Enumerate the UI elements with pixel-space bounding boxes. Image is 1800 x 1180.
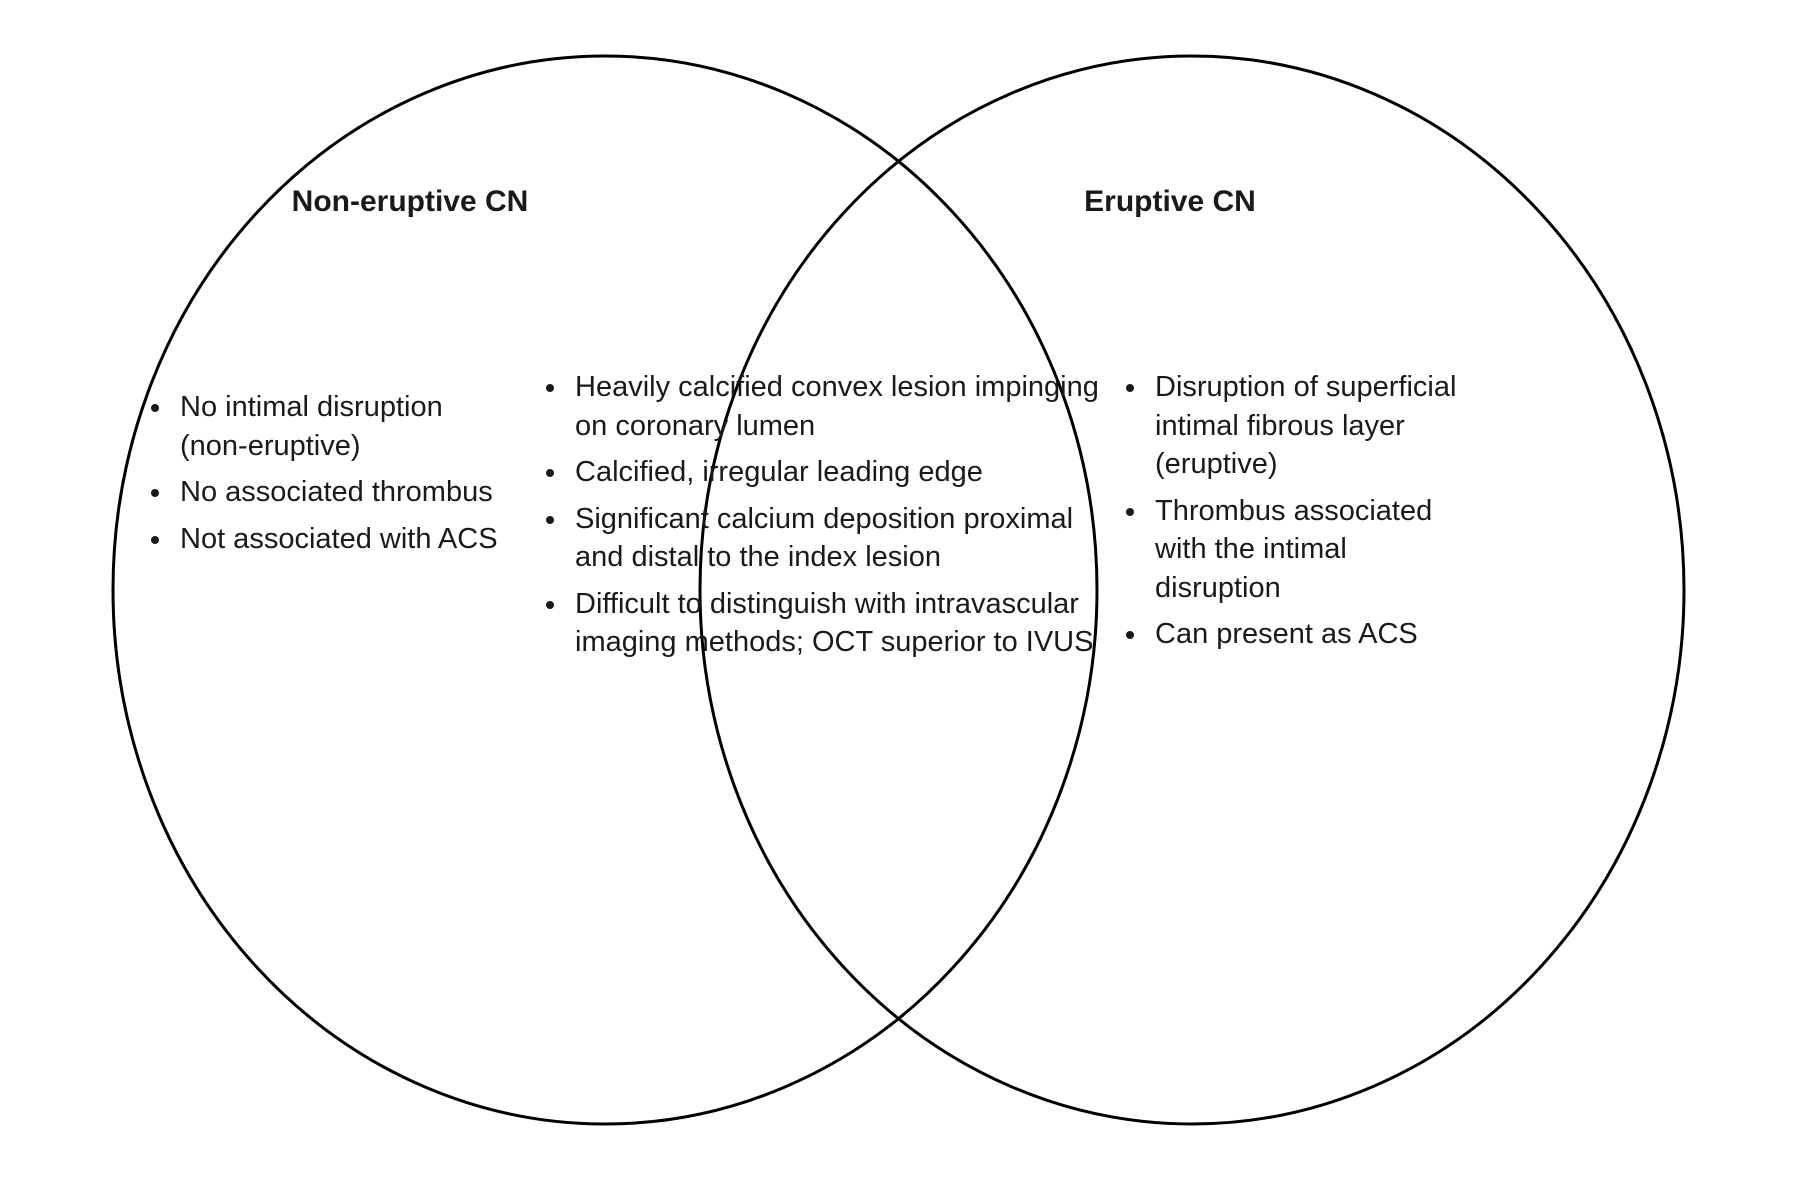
right-circle-list: Disruption of superficial intimal fibrou…: [1105, 368, 1479, 662]
list-item: Difficult to distinguish with intravascu…: [569, 585, 1104, 662]
list-item: No associated thrombus: [174, 473, 504, 512]
right-circle: [698, 54, 1686, 1126]
list-item: Disruption of superficial intimal fibrou…: [1149, 368, 1479, 484]
right-circle-title: Eruptive CN: [1084, 185, 1256, 218]
left-circle: [111, 54, 1099, 1126]
list-item: Calcified, irregular leading edge: [569, 453, 1104, 492]
list-item: Thrombus associated with the intimal dis…: [1149, 492, 1479, 608]
list-item: Not associated with ACS: [174, 520, 504, 559]
list-item: Heavily calcified convex lesion impingin…: [569, 368, 1104, 445]
list-item: Can present as ACS: [1149, 615, 1479, 654]
list-item: Significant calcium deposition proximal …: [569, 500, 1104, 577]
overlap-list: Heavily calcified convex lesion impingin…: [525, 368, 1104, 670]
list-item: No intimal disruption (non-eruptive): [174, 388, 504, 465]
left-circle-title: Non-eruptive CN: [291, 185, 529, 218]
left-circle-list: No intimal disruption (non-eruptive) No a…: [130, 388, 504, 566]
